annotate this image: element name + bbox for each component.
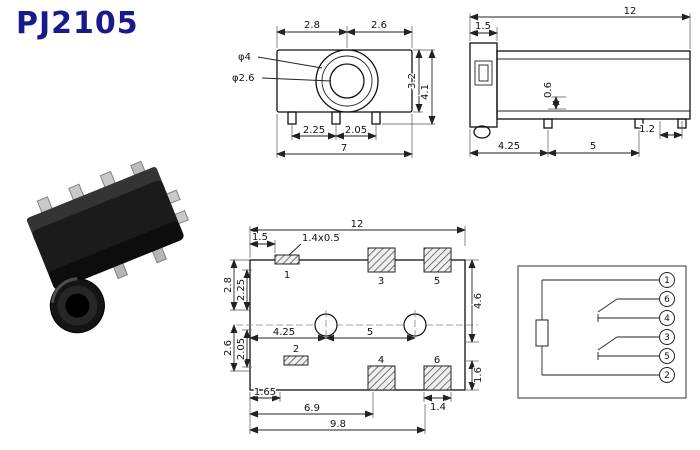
terminal-circle — [659, 348, 675, 364]
dim-label: 5 — [590, 141, 596, 152]
pad-4 — [367, 365, 396, 391]
pad-5 — [423, 247, 452, 273]
dim-label: 2.6 — [371, 20, 387, 31]
leg — [371, 111, 381, 125]
dim-label: 1.2 — [639, 124, 655, 135]
pin-number: 2 — [293, 344, 299, 355]
pad-1 — [274, 254, 300, 265]
bushing-bump — [473, 125, 491, 139]
dim-label: 2.05 — [236, 338, 247, 360]
dim-label: 0.6 — [543, 82, 554, 98]
pin-number: 5 — [434, 276, 440, 287]
pin-number: 6 — [434, 355, 440, 366]
dim-label: 1.6 — [473, 367, 484, 383]
terminal-circle — [659, 272, 675, 288]
dim-label: 2.6 — [223, 340, 234, 356]
dim-label: 9.8 — [330, 419, 346, 430]
schematic-pin: 4 — [664, 314, 670, 324]
schematic-pin: 6 — [664, 295, 670, 305]
leg — [287, 111, 297, 125]
dim-label: 12 — [624, 6, 637, 17]
schematic-pin: 2 — [664, 371, 670, 381]
body-main — [32, 180, 184, 290]
terminal-circle — [659, 367, 675, 383]
product-photo — [26, 160, 189, 334]
dim-label: 1.5 — [252, 232, 268, 243]
dim-label: φ4 — [238, 52, 251, 63]
page-title: PJ2105 — [16, 6, 139, 41]
dim-label: 2.25 — [236, 279, 247, 301]
schematic-diagram: 1 6 4 3 5 2 — [517, 265, 687, 399]
schematic-pin: 3 — [664, 333, 670, 343]
switch-detail-inner — [478, 64, 489, 82]
bottom-view: 1 3 5 2 4 6 12 1.5 1.4x0.5 2.8 2.25 2.6 — [222, 218, 485, 434]
side-view: 12 1.5 0.6 1.2 4.25 5 — [469, 5, 691, 157]
dim-label: 2.8 — [304, 20, 320, 31]
dim-label: 1.4 — [430, 402, 446, 413]
barrel-hole — [65, 293, 90, 318]
body-outline — [276, 49, 413, 113]
dim-label: 2.05 — [345, 125, 367, 136]
dim-label: φ2.6 — [232, 73, 255, 84]
dim-label: 2.8 — [223, 277, 234, 293]
dim-label: 4.6 — [473, 293, 484, 309]
dim-label: 3.2 — [407, 73, 418, 89]
dim-label: 2.25 — [303, 125, 325, 136]
switch-detail — [474, 60, 493, 86]
dim-label: 6.9 — [304, 403, 320, 414]
bushing-symbol — [535, 319, 549, 347]
pin-number: 4 — [378, 355, 384, 366]
leg — [634, 118, 644, 129]
terminal-circle — [659, 329, 675, 345]
dim-label: 5 — [367, 327, 373, 338]
terminal-circle — [659, 291, 675, 307]
dim-label: 1.4x0.5 — [302, 233, 340, 244]
barrel-highlight — [50, 277, 78, 303]
pad-6 — [423, 365, 452, 391]
jack-hole-circle — [329, 63, 365, 99]
leg — [331, 111, 341, 125]
pin-number: 1 — [284, 270, 290, 281]
pad-3 — [367, 247, 396, 273]
pin-number: 3 — [378, 276, 384, 287]
pad-2 — [283, 355, 309, 366]
dim-label: 4.1 — [420, 84, 431, 100]
dim-label: 7 — [341, 143, 347, 154]
dim-label: 4.25 — [498, 141, 520, 152]
schematic-pin: 1 — [664, 276, 670, 286]
schematic-pin: 5 — [664, 352, 670, 362]
dim-label: 4.25 — [273, 327, 295, 338]
bushing-outer-circle — [315, 49, 379, 113]
leg — [543, 118, 553, 129]
dim-label: 12 — [351, 219, 364, 230]
front-view: 2.8 2.6 φ4 φ2.6 3.2 4.1 2.25 2.05 7 — [231, 19, 436, 158]
dim-label: 1.65 — [254, 387, 276, 398]
body-shadow — [49, 221, 184, 290]
body-outline — [496, 50, 691, 120]
connector-body — [26, 160, 189, 334]
terminal-circle — [659, 310, 675, 326]
dim-label: 1.5 — [475, 21, 491, 32]
